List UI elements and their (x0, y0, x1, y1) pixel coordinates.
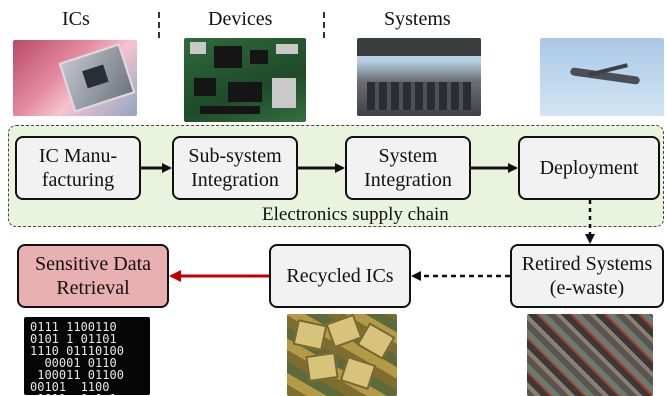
header-devices: Devices (208, 8, 273, 30)
scrap-chips-photo-icon (287, 314, 397, 396)
system-integration-box: System Integration (345, 136, 471, 200)
header-separator-2 (323, 12, 325, 38)
header-separator-1 (158, 12, 160, 38)
airplane-photo-icon (540, 38, 664, 116)
e-waste-pile-photo-icon (527, 314, 653, 396)
cpu-chip-photo-icon (13, 40, 137, 116)
retired-systems-box: Retired Systems (e-waste) (510, 244, 664, 308)
header-ics: ICs (62, 8, 90, 30)
sensitive-data-retrieval-box: Sensitive Data Retrieval (17, 244, 169, 308)
ic-manufacturing-box: IC Manu- facturing (15, 136, 141, 200)
cockpit-photo-icon (357, 38, 481, 116)
binary-code-photo-icon: 0111 1100110 0101 1 01101 1110 01110100 … (24, 317, 150, 395)
supply-chain-caption: Electronics supply chain (262, 204, 449, 225)
deployment-box: Deployment (518, 136, 660, 200)
recycled-ics-box: Recycled ICs (269, 244, 411, 308)
header-systems: Systems (384, 8, 451, 30)
subsystem-integration-box: Sub-system Integration (172, 136, 298, 200)
circuit-board-photo-icon (184, 38, 306, 122)
